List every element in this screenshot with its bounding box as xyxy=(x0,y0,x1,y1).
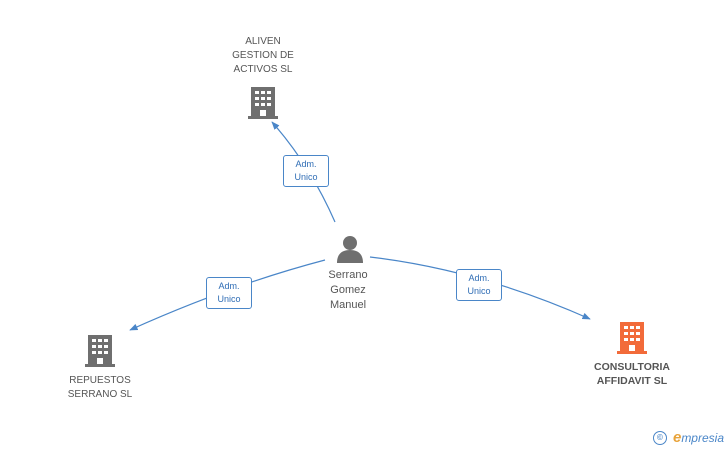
edge-label-line: Unico xyxy=(467,286,491,296)
label-line: SERRANO SL xyxy=(67,389,133,400)
label-line: Serrano xyxy=(328,269,368,281)
label-line: GESTION DE xyxy=(232,50,294,61)
building-icon xyxy=(617,322,647,354)
label-line: AFFIDAVIT SL xyxy=(596,375,668,387)
edge-label-line: Unico xyxy=(217,294,241,304)
person-icon xyxy=(337,236,363,263)
building-icon xyxy=(85,335,115,367)
company-label-repuestos[interactable]: REPUESTOS SERRANO SL xyxy=(52,374,148,402)
brand-e: e xyxy=(672,429,682,446)
brand-logo: empresia xyxy=(673,429,724,446)
person-label[interactable]: Serrano Gomez Manuel xyxy=(308,268,388,313)
company-label-aliven[interactable]: ALIVEN GESTION DE ACTIVOS SL xyxy=(218,35,308,77)
edge-label-line: Adm. xyxy=(218,281,240,291)
copyright-icon: © xyxy=(652,430,667,445)
edge-label-aliven: Adm. Unico xyxy=(283,155,329,187)
label-line: ALIVEN xyxy=(245,36,281,47)
edge-label-line: Unico xyxy=(294,172,318,182)
edge-label-consultoria: Adm. Unico xyxy=(456,269,502,301)
label-line: REPUESTOS xyxy=(69,375,131,386)
label-line: CONSULTORIA xyxy=(593,361,671,373)
edge-label-line: Adm. xyxy=(468,273,490,283)
label-line: Gomez xyxy=(330,284,366,296)
edge-label-repuestos: Adm. Unico xyxy=(206,277,252,309)
edge-label-line: Adm. xyxy=(295,159,317,169)
brand-watermark: © empresia xyxy=(652,429,724,446)
label-line: Manuel xyxy=(329,299,367,311)
building-icon xyxy=(248,87,278,119)
label-line: ACTIVOS SL xyxy=(233,64,293,75)
company-label-consultoria[interactable]: CONSULTORIA AFFIDAVIT SL xyxy=(577,360,687,388)
brand-name: mpresia xyxy=(681,431,724,445)
